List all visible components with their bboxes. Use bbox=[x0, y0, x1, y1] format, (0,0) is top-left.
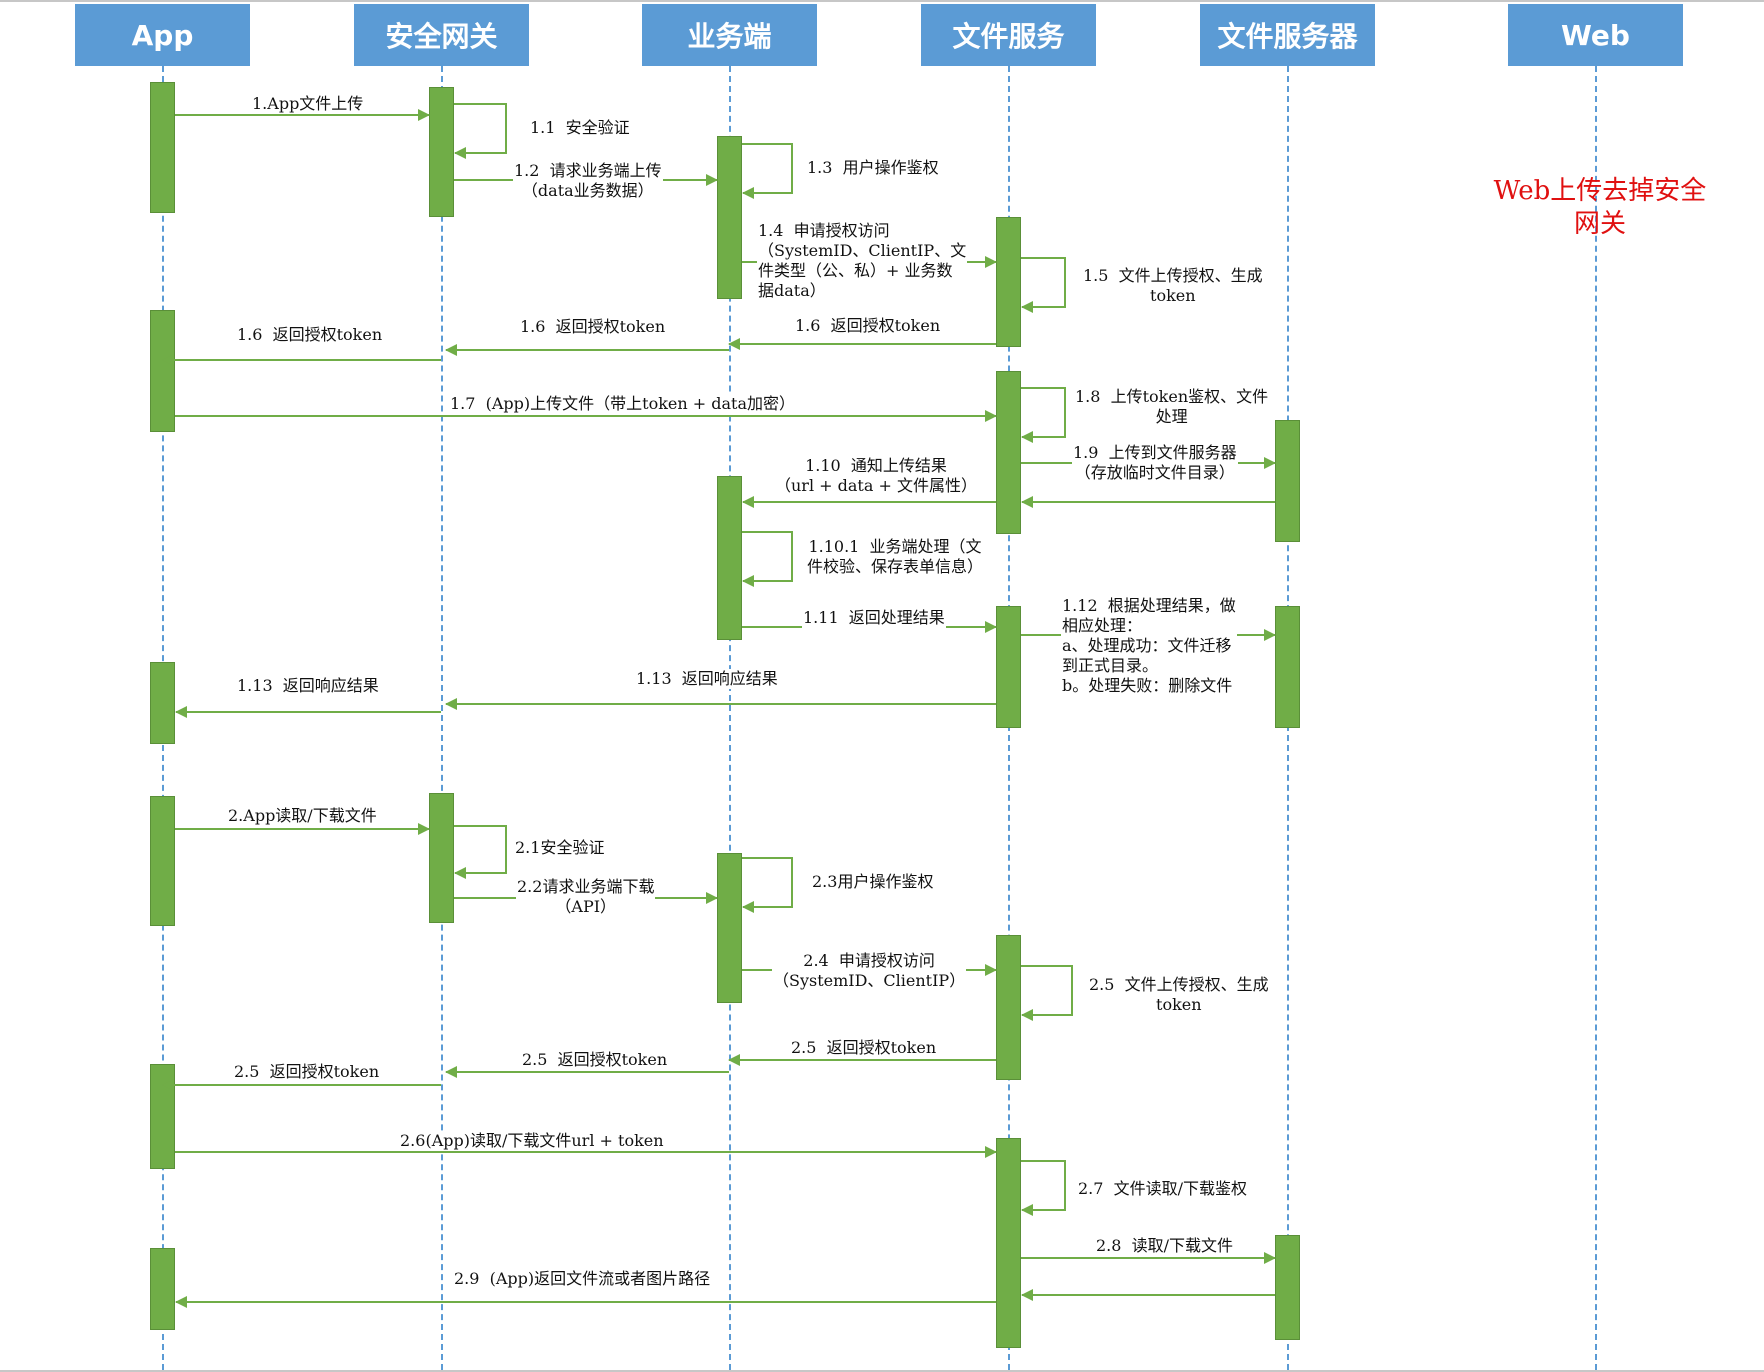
message-2-2: 2.2请求业务端下载 （API） bbox=[516, 877, 656, 917]
lifeline-web bbox=[1595, 66, 1597, 1370]
message-1-11: 1.11 返回处理结果 bbox=[802, 608, 946, 628]
arrow-2-1 bbox=[454, 825, 507, 879]
arrow-1-1 bbox=[454, 103, 507, 159]
activation-file-service bbox=[996, 371, 1021, 534]
message-1-10: 1.10 通知上传结果 （url + data + 文件属性） bbox=[774, 456, 978, 496]
message-1-6c: 1.6 返回授权token bbox=[236, 325, 384, 345]
message-2-8: 2.8 读取/下载文件 bbox=[1095, 1236, 1235, 1256]
participant-business-end: 业务端 bbox=[642, 4, 817, 66]
message-1-5: 1.5 文件上传授权、生成 token bbox=[1082, 266, 1264, 306]
message-2-5: 2.5 文件上传授权、生成 token bbox=[1088, 975, 1270, 1015]
message-1-7: 1.7 (App)上传文件（带上token + data加密） bbox=[449, 394, 797, 414]
message-2-6: 2.6(App)读取/下载文件url + token bbox=[399, 1131, 665, 1151]
activation-app bbox=[150, 1248, 175, 1330]
message-1-3: 1.3 用户操作鉴权 bbox=[806, 158, 940, 178]
message-1-8: 1.8 上传token鉴权、文件 处理 bbox=[1074, 387, 1270, 427]
lifeline-security-gateway bbox=[441, 66, 443, 1370]
activation-security-gateway bbox=[429, 87, 454, 217]
activation-business-end bbox=[717, 136, 742, 299]
participant-file-server: 文件服务器 bbox=[1200, 4, 1375, 66]
activation-file-service bbox=[996, 606, 1021, 728]
lifeline-business-end bbox=[729, 66, 731, 1370]
message-1: 1.App文件上传 bbox=[251, 94, 365, 114]
arrow-2-5 bbox=[1021, 965, 1073, 1021]
message-1-1: 1.1 安全验证 bbox=[529, 118, 631, 138]
activation-file-server bbox=[1275, 420, 1300, 542]
message-2-5a: 2.5 返回授权token bbox=[790, 1038, 938, 1058]
arrow-1-5 bbox=[1021, 257, 1066, 313]
web-note: Web上传去掉安全 网关 bbox=[1493, 176, 1707, 239]
activation-file-service bbox=[996, 217, 1021, 347]
message-2-5b: 2.5 返回授权token bbox=[521, 1050, 669, 1070]
message-1-2: 1.2 请求业务端上传 （data业务数据） bbox=[513, 161, 663, 201]
activation-business-end bbox=[717, 853, 742, 1003]
activation-app bbox=[150, 662, 175, 744]
participant-security-gateway: 安全网关 bbox=[354, 4, 529, 66]
arrow-2-3 bbox=[742, 857, 793, 913]
participant-file-service: 文件服务 bbox=[921, 4, 1096, 66]
message-1-9: 1.9 上传到文件服务器 （存放临时文件目录） bbox=[1072, 443, 1238, 483]
activation-file-service bbox=[996, 935, 1021, 1080]
message-1-6a: 1.6 返回授权token bbox=[794, 316, 942, 336]
message-2: 2.App读取/下载文件 bbox=[227, 806, 378, 826]
activation-file-service bbox=[996, 1138, 1021, 1348]
message-2-9: 2.9 (App)返回文件流或者图片路径 bbox=[453, 1269, 712, 1289]
arrow-1-3 bbox=[742, 143, 793, 199]
arrow-1-10-1 bbox=[742, 531, 793, 587]
message-2-7: 2.7 文件读取/下载鉴权 bbox=[1077, 1179, 1249, 1199]
activation-security-gateway bbox=[429, 793, 454, 923]
message-2-4: 2.4 申请授权访问 （SystemID、ClientIP） bbox=[772, 951, 967, 991]
message-1-10-1: 1.10.1 业务端处理（文 件校验、保存表单信息） bbox=[806, 537, 985, 577]
arrow-1-8 bbox=[1021, 387, 1066, 443]
activation-app bbox=[150, 82, 175, 213]
message-2-1: 2.1安全验证 bbox=[514, 838, 606, 858]
message-1-6b: 1.6 返回授权token bbox=[519, 317, 667, 337]
activation-app bbox=[150, 310, 175, 432]
activation-app bbox=[150, 796, 175, 926]
activation-business-end bbox=[717, 476, 742, 640]
message-2-5c: 2.5 返回授权token bbox=[233, 1062, 381, 1082]
activation-file-server bbox=[1275, 1235, 1300, 1340]
participant-web: Web bbox=[1508, 4, 1683, 66]
message-1-13b: 1.13 返回响应结果 bbox=[236, 676, 380, 696]
message-1-4: 1.4 申请授权访问 （SystemID、ClientIP、文 件类型（公、私）… bbox=[757, 221, 968, 301]
activation-file-server bbox=[1275, 606, 1300, 728]
message-1-12: 1.12 根据处理结果，做 相应处理： a、处理成功：文件迁移 到正式目录。 b… bbox=[1061, 596, 1237, 696]
message-2-3: 2.3用户操作鉴权 bbox=[811, 872, 935, 892]
arrow-2-7 bbox=[1021, 1160, 1066, 1216]
participant-app: App bbox=[75, 4, 250, 66]
message-1-13a: 1.13 返回响应结果 bbox=[635, 669, 779, 689]
